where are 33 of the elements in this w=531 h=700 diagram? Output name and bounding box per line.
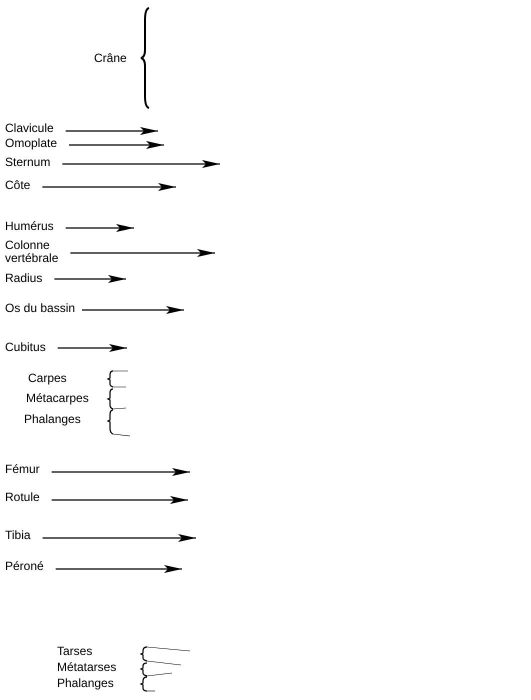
bone-label: Sternum <box>5 156 50 169</box>
bone-label: Phalanges <box>57 676 114 690</box>
bone-label: Rotule <box>5 491 40 504</box>
bone-label: Crâne <box>94 51 127 65</box>
bone-label: Omoplate <box>5 137 58 150</box>
arrow <box>82 306 184 314</box>
arrow <box>52 496 188 504</box>
bone-label: Métatarses <box>57 660 116 674</box>
arrow <box>66 127 158 135</box>
bone-label: Humérus <box>5 220 54 233</box>
arrow <box>66 224 134 232</box>
arrow <box>42 183 176 191</box>
arrow <box>54 275 126 283</box>
bone-label: Métacarpes <box>26 391 89 405</box>
arrow <box>69 141 164 149</box>
bone-label: Péroné <box>5 560 44 573</box>
arrow <box>42 534 196 542</box>
arrow <box>56 565 182 573</box>
bone-label: Os du bassin <box>5 302 76 315</box>
arrow <box>52 468 190 476</box>
bone-label: Radius <box>5 272 42 285</box>
bone-label: Tibia <box>5 529 31 542</box>
arrow <box>70 249 215 257</box>
arrow <box>58 344 127 352</box>
bone-label: Phalanges <box>24 412 81 426</box>
bone-label: Carpes <box>28 371 67 385</box>
bone-label: Clavicule <box>5 122 54 135</box>
arrow <box>62 160 220 168</box>
bone-label: Côte <box>5 179 30 192</box>
bone-label: Cubitus <box>5 341 46 354</box>
bone-label: Fémur <box>5 463 40 476</box>
bone-label: Tarses <box>57 644 92 658</box>
bone-label: Colonne vertébrale <box>5 239 82 265</box>
